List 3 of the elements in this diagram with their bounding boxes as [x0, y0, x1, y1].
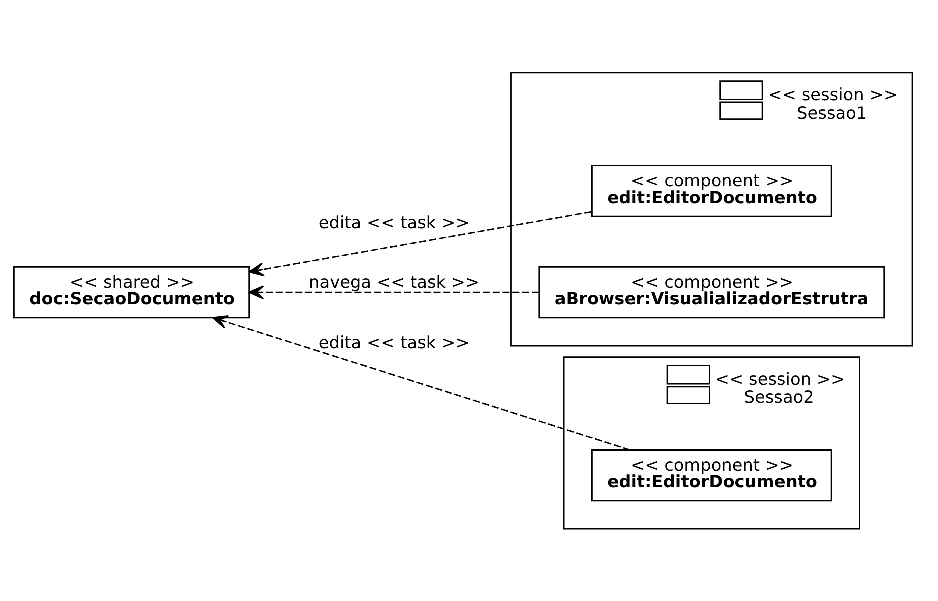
edge-label: navega << task >>: [309, 271, 480, 292]
edge-label: edita << task >>: [318, 332, 470, 352]
edge-label: edita << task >>: [318, 212, 470, 232]
